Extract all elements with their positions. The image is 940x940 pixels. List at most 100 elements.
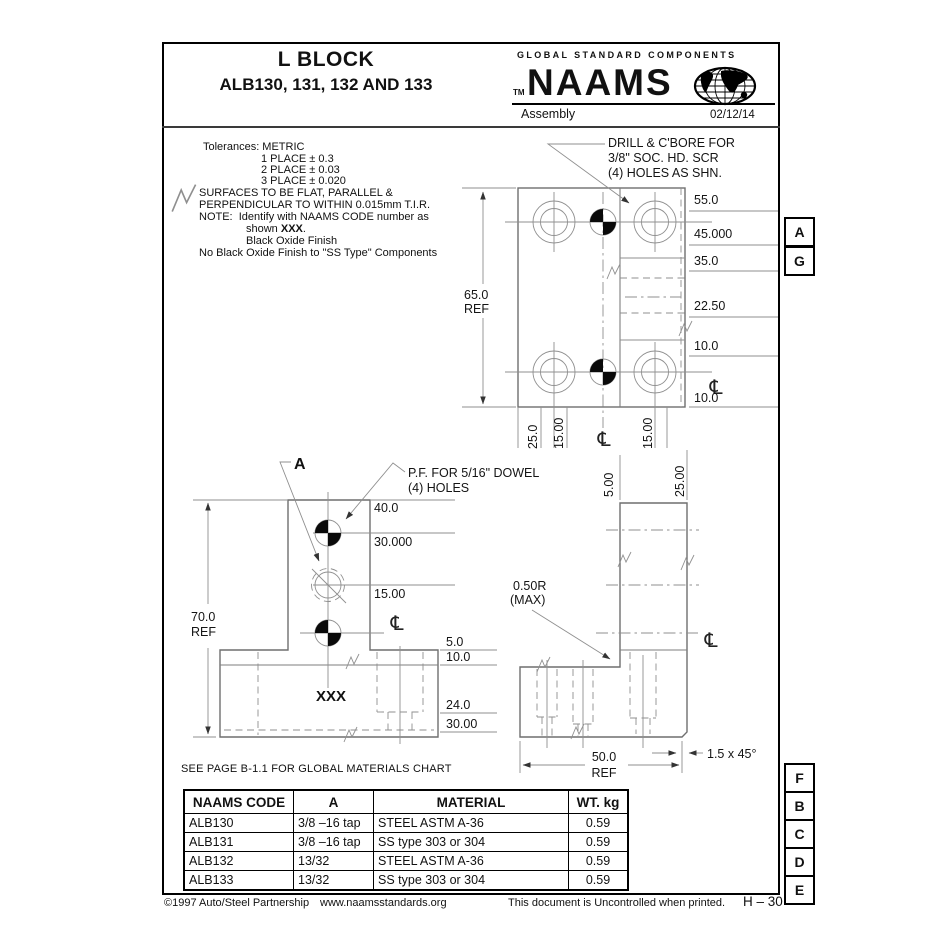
cell-material: SS type 303 or 304: [373, 832, 569, 852]
materials-chart-caption: SEE PAGE B-1.1 FOR GLOBAL MATERIALS CHAR…: [181, 763, 452, 775]
table-row: ALB131 3/8 –16 tap SS type 303 or 304 0.…: [183, 832, 629, 852]
drill-callout-line: 3/8" SOC. HD. SCR: [608, 151, 719, 165]
finish-mark-icon: [678, 320, 693, 337]
datum-target-icon: [314, 519, 342, 547]
dim-label: 50.0: [592, 750, 616, 764]
finish-mark-icon: [617, 551, 632, 568]
centerline-symbol: ℄: [702, 628, 720, 652]
footer-page-ref: H – 30: [743, 894, 783, 909]
id-note-pre: shown: [246, 223, 281, 235]
detail-label: A: [294, 456, 306, 473]
zone-letter-d: D: [784, 847, 815, 877]
plan-view: DRILL & C'BORE FOR 3/8" SOC. HD. SCR (4)…: [462, 136, 778, 451]
dim-label: 15.00: [374, 587, 405, 601]
dim-label: 30.000: [374, 535, 412, 549]
threaded-hole-icon: [311, 568, 347, 604]
dim-label: 22.50: [694, 299, 725, 313]
col-header-a: A: [293, 789, 374, 814]
detail-a-leader: [279, 461, 320, 562]
cell-code: ALB131: [183, 832, 294, 852]
tolerance-line: 1 PLACE ± 0.3: [261, 153, 334, 165]
title-block: L BLOCK ALB130, 131, 132 AND 133: [178, 48, 474, 95]
part-code-label: XXX: [316, 688, 346, 705]
table-header-row: NAAMS CODE A MATERIAL WT. kg: [183, 789, 629, 814]
cell-material: STEEL ASTM A-36: [373, 851, 569, 871]
finish-mark-icon: [536, 656, 551, 673]
cell-material: SS type 303 or 304: [373, 870, 569, 891]
brand-tagline: GLOBAL STANDARD COMPONENTS: [517, 50, 737, 60]
dim-label: 15.00: [552, 418, 566, 449]
cell-weight: 0.59: [568, 851, 629, 871]
dim-label: 10.0: [694, 339, 718, 353]
radius-note: 0.50R: [513, 579, 546, 593]
finish-mark-icon: [171, 184, 197, 212]
zone-letter-e: E: [784, 875, 815, 905]
callout-leader: [546, 143, 630, 204]
materials-table: NAAMS CODE A MATERIAL WT. kg ALB130 3/8 …: [183, 789, 629, 891]
plan-linework: [462, 187, 778, 448]
page-subtitle: ALB130, 131, 132 AND 133: [219, 75, 433, 94]
cell-code: ALB133: [183, 870, 294, 891]
brand-name: NAAMS: [527, 62, 673, 103]
sheet-border: [162, 42, 780, 895]
finish-mark-icon: [570, 723, 585, 740]
finish-mark-icon: [606, 263, 621, 280]
chamfer-label: 1.5 x 45°: [707, 747, 756, 761]
cell-a: 3/8 –16 tap: [293, 832, 374, 852]
header-divider: [162, 126, 780, 128]
drill-callout-line: (4) HOLES AS SHN.: [608, 166, 722, 180]
cell-code: ALB132: [183, 851, 294, 871]
dim-label: 25.00: [673, 466, 687, 497]
finish-note: Black Oxide Finish: [246, 235, 338, 247]
datum-target-icon: [314, 619, 342, 647]
footer-website: www.naamsstandards.org: [320, 897, 447, 909]
zone-letter-f: F: [784, 763, 815, 793]
dim-label: 35.0: [694, 254, 718, 268]
finish-mark-icon: [680, 554, 695, 571]
surface-note: SURFACES TO BE FLAT, PARALLEL &: [199, 187, 393, 199]
drill-callout-line: DRILL & C'BORE FOR: [608, 136, 735, 150]
dim-label: 10.0: [694, 391, 718, 405]
id-note-shown: shown XXX.: [246, 223, 306, 235]
cell-material: STEEL ASTM A-36: [373, 813, 569, 833]
id-note-post: .: [302, 223, 306, 235]
dim-label: 70.0: [191, 610, 215, 624]
cell-a: 3/8 –16 tap: [293, 813, 374, 833]
tolerance-line: 3 PLACE ± 0.020: [261, 175, 346, 187]
front-linework: [193, 492, 497, 744]
dowel-callout-leader: [345, 462, 406, 520]
centerline-symbol: ℄: [388, 611, 406, 635]
datum-target-icon: [589, 358, 617, 386]
dim-label: 55.0: [694, 193, 718, 207]
dowel-callout-line: P.F. FOR 5/16" DOWEL: [408, 466, 539, 480]
table-row: ALB133 13/32 SS type 303 or 304 0.59: [183, 870, 629, 891]
radius-note: (MAX): [510, 593, 545, 607]
table-row: ALB132 13/32 STEEL ASTM A-36 0.59: [183, 851, 629, 871]
zone-letter-c: C: [784, 819, 815, 849]
cell-weight: 0.59: [568, 870, 629, 891]
finish-mark-icon: [345, 653, 360, 670]
dim-label: 5.00: [602, 473, 616, 497]
datum-target-icon: [589, 208, 617, 236]
tolerance-line: 2 PLACE ± 0.03: [261, 164, 340, 176]
zone-letter-a: A: [784, 217, 815, 247]
dim-label: REF: [464, 302, 489, 316]
dim-label: REF: [191, 625, 216, 639]
centerline-symbol: ℄: [595, 427, 613, 451]
table-row: ALB130 3/8 –16 tap STEEL ASTM A-36 0.59: [183, 813, 629, 833]
brand-subtitle: Assembly: [521, 107, 576, 121]
radius-leader: [531, 609, 611, 660]
cell-weight: 0.59: [568, 813, 629, 833]
front-view: A P.F. FOR 5/16" DOWEL (4) HOLES 40.0 30…: [191, 456, 539, 744]
finish-mark-icon: [343, 726, 358, 743]
cell-a: 13/32: [293, 851, 374, 871]
cell-code: ALB130: [183, 813, 294, 833]
side-linework: [519, 450, 703, 773]
dim-label: 45.000: [694, 227, 732, 241]
centerline-symbol: ℄: [707, 375, 725, 399]
part-code-placeholder: XXX: [280, 223, 303, 235]
side-view: 5.00 25.00 0.50R (MAX) ℄ 50.0 REF 1.5 x …: [510, 450, 756, 780]
revision-date: 02/12/14: [710, 109, 755, 121]
footer-copyright: ©1997 Auto/Steel Partnership: [164, 897, 310, 909]
